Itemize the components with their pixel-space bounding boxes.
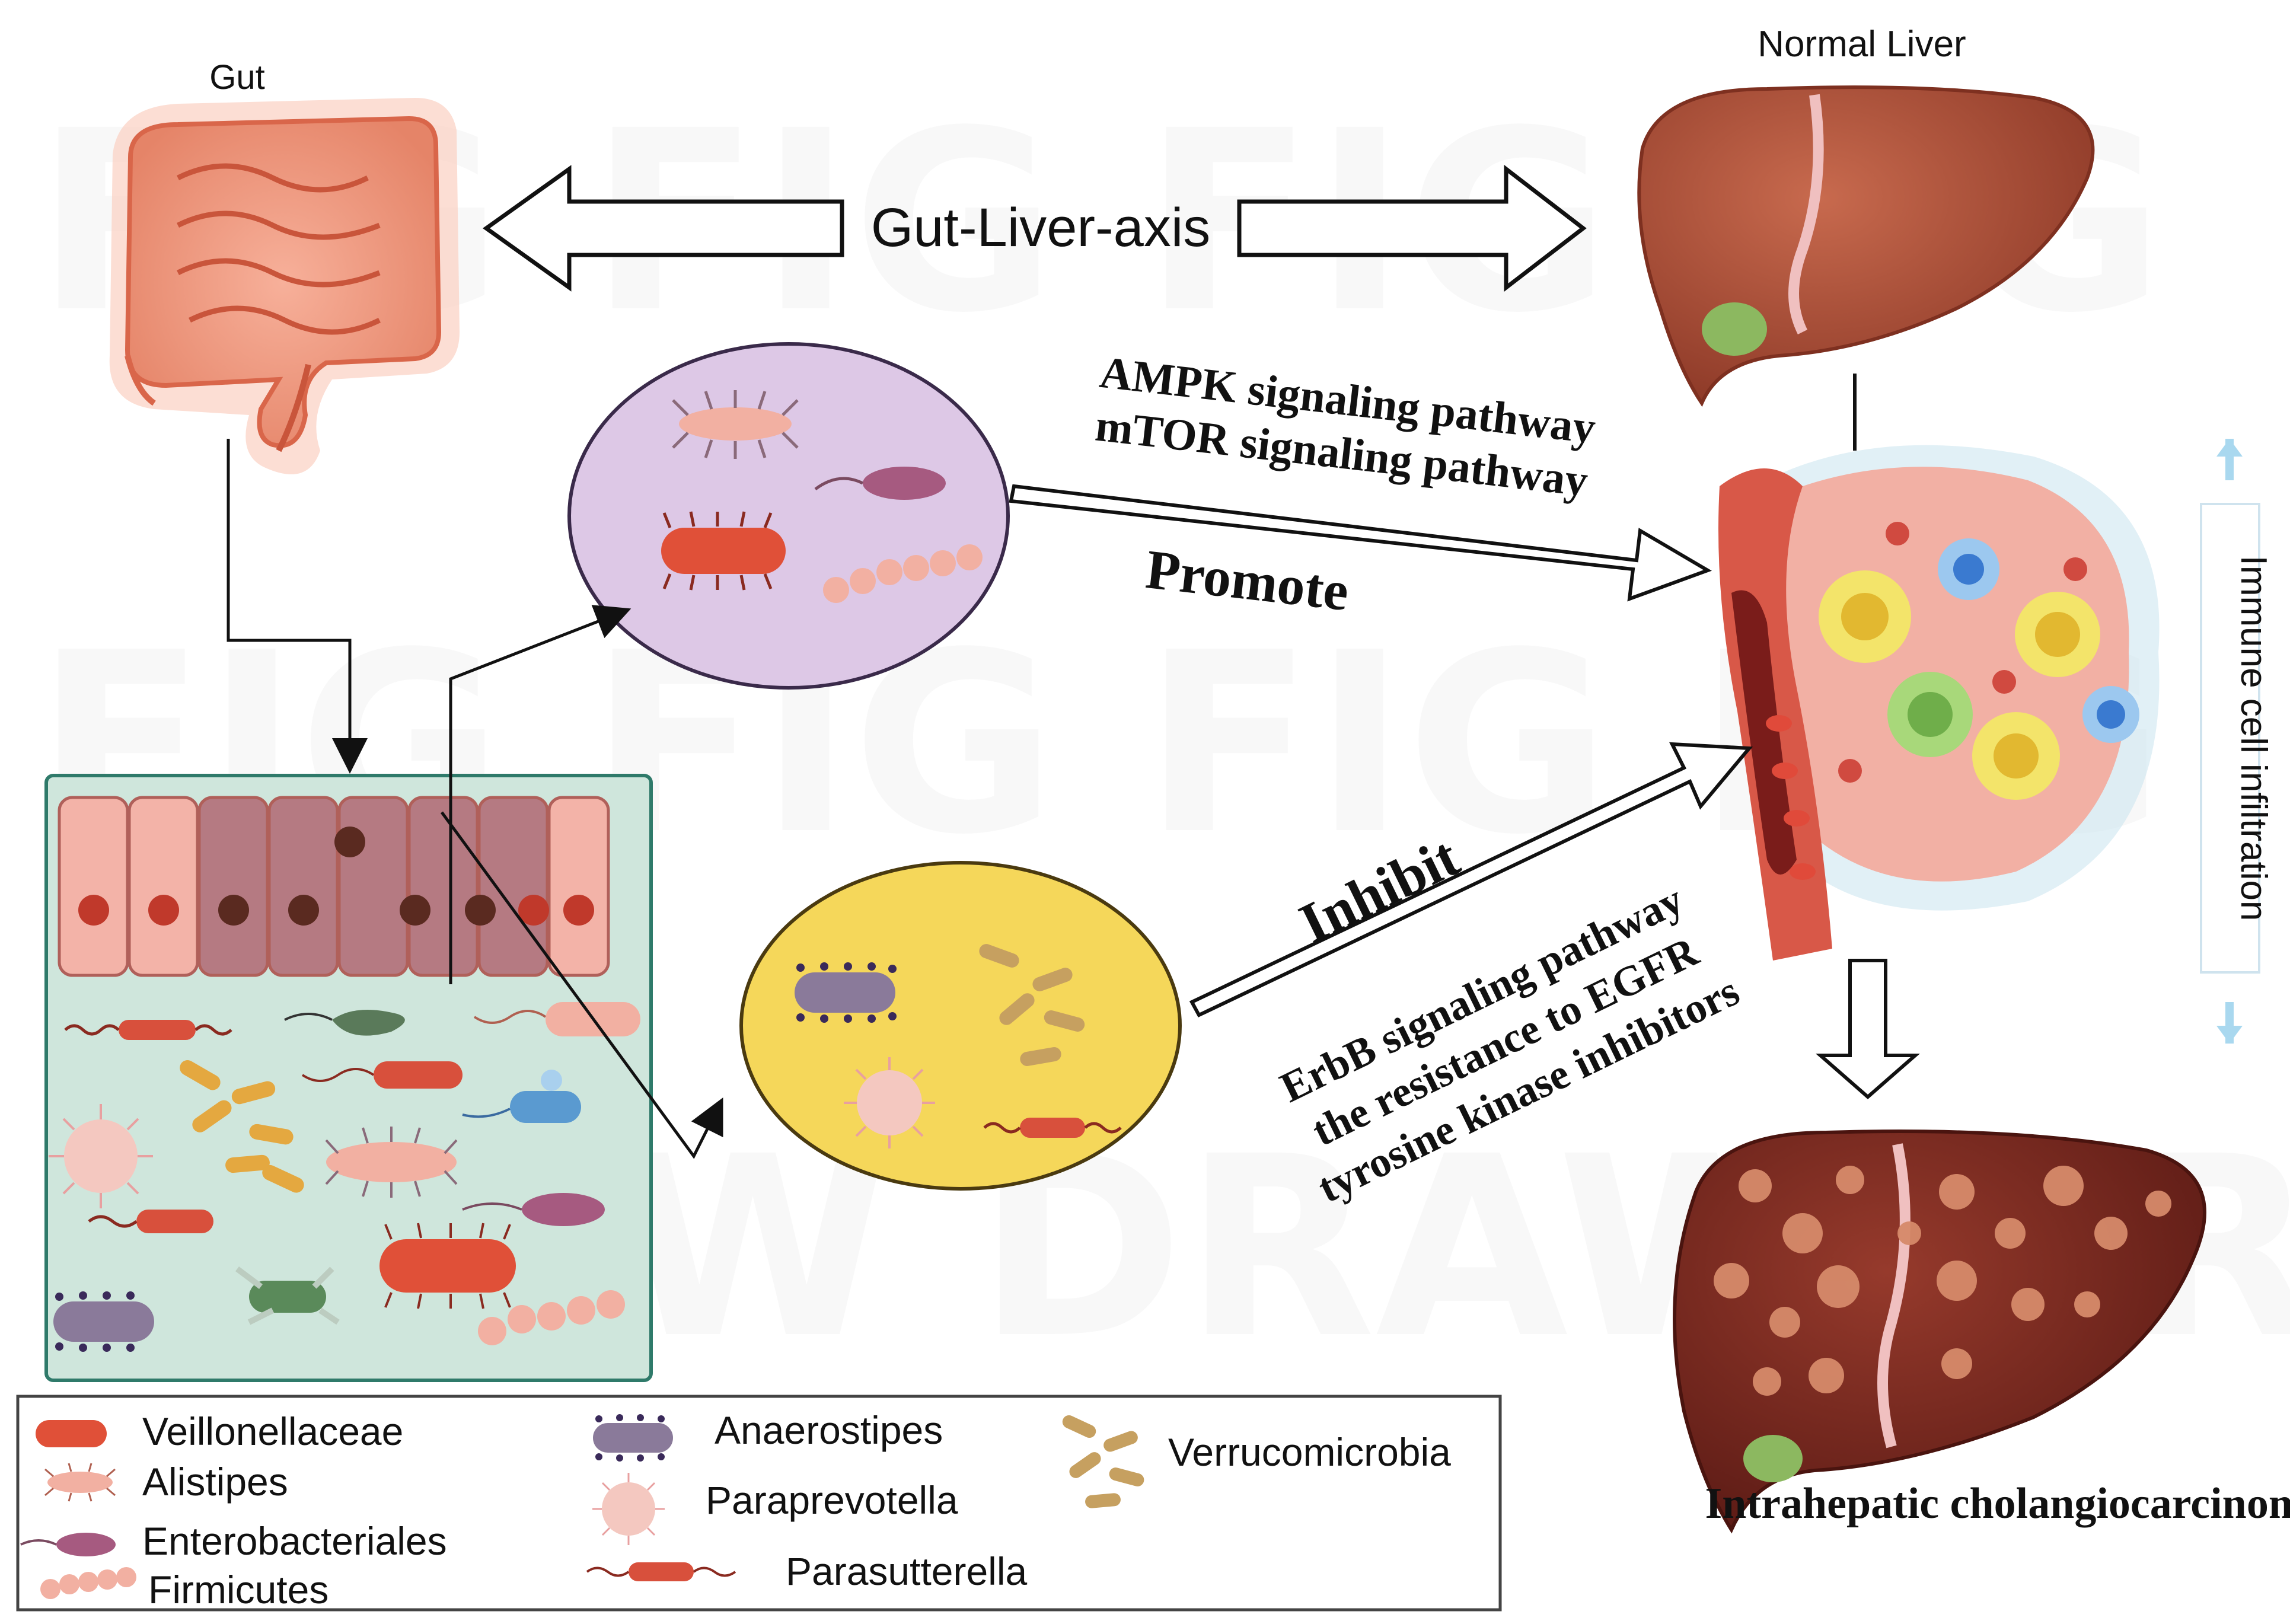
intestine-illustration — [109, 98, 460, 474]
legend-label-2: Enterobacteriales — [142, 1519, 447, 1563]
rod-bacterium-red-icon — [36, 1420, 107, 1447]
chain-cocci-icon — [40, 1567, 136, 1599]
legend-label-6: Parasutterella — [786, 1549, 1028, 1593]
legend-label-7: Verrucomicrobia — [1168, 1430, 1451, 1474]
inhibiting-microbiota-circle — [739, 861, 1182, 1191]
coccus-pink-icon — [592, 1473, 665, 1545]
normal-liver-label: Normal Liver — [1758, 24, 1966, 65]
spiked-bacterium-purple-icon — [593, 1414, 673, 1462]
legend-label-3: Firmicutes — [148, 1568, 328, 1612]
tme-to-icc-arrow — [1816, 959, 1920, 1099]
tumor-microenvironment — [1718, 445, 2160, 961]
flagellated-rod-red-icon — [586, 1562, 736, 1581]
legend-label-0: Veillonellaceae — [142, 1409, 403, 1453]
promote-pathways: AMPK signaling pathway mTOR signaling pa… — [1093, 347, 1598, 506]
gut-liver-axis-arrow — [482, 164, 1587, 292]
promote-arrow — [1009, 484, 1712, 602]
gut-epithelium-panel — [44, 774, 653, 1382]
inhibit-arrow — [1189, 742, 1753, 1017]
legend: Veillonellaceae Alistipes Enterobacteria… — [16, 1395, 1502, 1612]
immune-infiltration-indicator — [2200, 439, 2260, 1044]
normal-liver-illustration — [1637, 85, 2095, 407]
legend-label-1: Alistipes — [142, 1460, 288, 1504]
gut-liver-axis-label: Gut-Liver-axis — [871, 197, 1211, 258]
rod-cluster-tan-icon — [1062, 1415, 1144, 1508]
gut-label: Gut — [209, 58, 265, 97]
legend-label-4: Anaerostipes — [715, 1408, 943, 1452]
legend-label-5: Paraprevotella — [706, 1478, 958, 1522]
epithelium-to-promote-arrow — [449, 605, 631, 984]
flagellated-bacterium-mauve-icon — [20, 1533, 116, 1556]
epithelium-to-inhibit-arrow — [440, 811, 723, 1159]
promoting-microbiota-circle — [567, 342, 1010, 690]
icc-label: Intrahepatic cholangiocarcinoma — [1705, 1479, 2290, 1528]
icc-liver-illustration — [1673, 1130, 2206, 1534]
flagellated-bacterium-pink-icon — [44, 1463, 116, 1502]
immune-cell-infiltration-label: Immune cell infiltration — [2233, 556, 2274, 921]
gut-to-epithelium-arrow — [227, 439, 368, 774]
